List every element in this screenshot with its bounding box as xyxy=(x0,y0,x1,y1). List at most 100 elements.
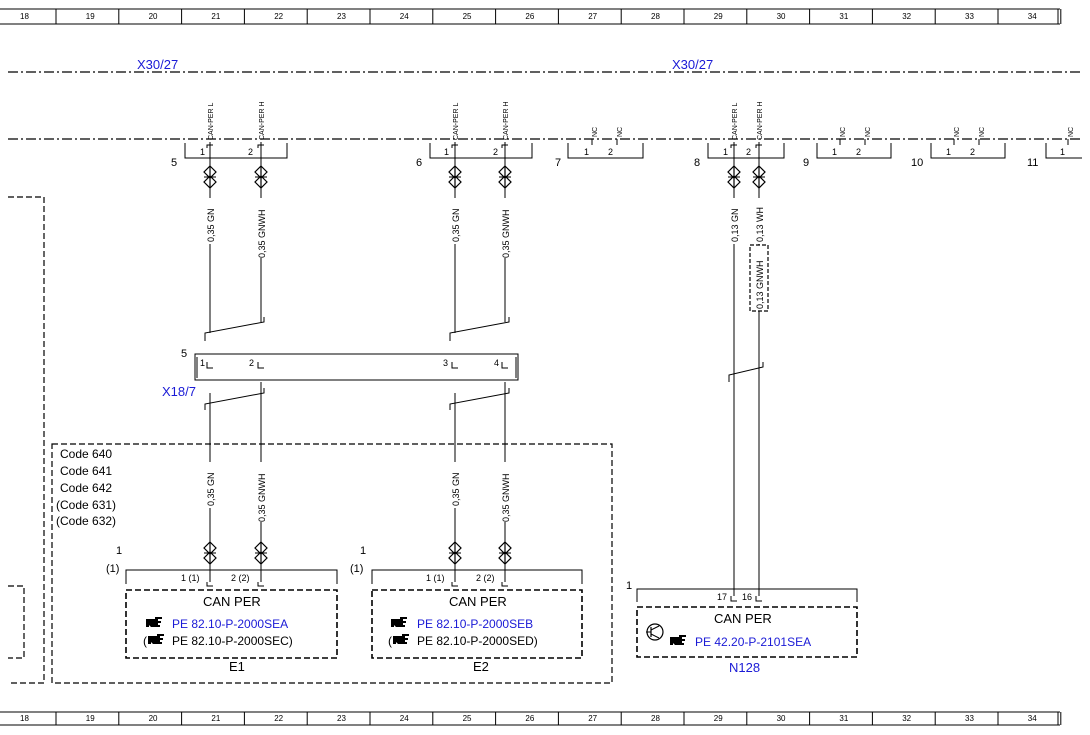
wire-label: 0,35 GNWH xyxy=(257,473,267,522)
wire-label: 0,35 GNWH xyxy=(257,209,267,258)
pin-number: 1 (1) xyxy=(181,573,200,583)
code-item: Code 640 xyxy=(60,447,112,461)
pin-number: 1 xyxy=(444,147,449,157)
ruler-column-label: 30 xyxy=(777,714,786,723)
component-number: 1 xyxy=(626,580,632,592)
ruler-column-label: 30 xyxy=(777,12,786,21)
transistor-icon xyxy=(646,623,664,641)
pin-number: 2 xyxy=(493,147,498,157)
ruler-column-label: 19 xyxy=(86,12,95,21)
pin-signal: CAN-PER H xyxy=(259,101,266,140)
component-label[interactable]: N128 xyxy=(729,660,760,675)
bus-label-left[interactable]: X30/27 xyxy=(137,57,178,72)
x18-label[interactable]: X18/7 xyxy=(162,384,196,399)
component-e2: 1 (1) 1 (1) 2 (2) CAN PER PE 82.10-P-200… xyxy=(350,545,583,674)
pin-number: 2 xyxy=(248,147,253,157)
component-number: 1 xyxy=(360,545,366,557)
component-label: E1 xyxy=(229,659,245,674)
top-ruler xyxy=(0,8,1060,25)
pin-signal: NC xyxy=(1068,127,1075,137)
connector-number: 5 xyxy=(171,157,177,169)
code-variant-box xyxy=(51,443,613,684)
pointing-hand-icon xyxy=(391,617,407,627)
connector-x18-7: 5 1 2 3 4 X18/7 xyxy=(162,348,519,399)
pin-number: 2 (2) xyxy=(231,573,250,583)
pin-number: 2 xyxy=(249,358,254,368)
wire-label: 0,35 GNWH xyxy=(501,473,511,522)
pin-signal: CAN-PER L xyxy=(732,103,739,140)
ruler-column-label: 34 xyxy=(1028,12,1037,21)
component-bus: CAN PER xyxy=(203,594,261,609)
component-n128: 1 17 16 CAN PER PE 42.20-P-2101SEA N128 xyxy=(626,580,858,675)
pin-number: 2 xyxy=(746,147,751,157)
wire-label: 0,13 GNWH xyxy=(755,260,765,309)
ruler-column-label: 25 xyxy=(463,714,472,723)
connector-number: 5 xyxy=(181,348,187,360)
connector-number: 11 xyxy=(1027,157,1038,169)
code-item: (Code 632) xyxy=(56,514,116,528)
connector-5: 5 1 2 CAN-PER L CAN-PER H xyxy=(171,101,288,169)
ruler-column-label: 24 xyxy=(400,714,409,723)
splice-symbols xyxy=(203,165,766,565)
ruler-column-label: 26 xyxy=(525,12,534,21)
pin-signal: NC xyxy=(865,127,872,137)
pin-signal: CAN-PER H xyxy=(757,101,764,140)
pin-number: 3 xyxy=(443,358,448,368)
code-item: (Code 631) xyxy=(56,498,116,512)
pin-signal: NC xyxy=(979,127,986,137)
ruler-column-label: 22 xyxy=(274,714,283,723)
ruler-column-label: 27 xyxy=(588,714,597,723)
pin-number: 1 xyxy=(723,147,728,157)
component-number: 1 xyxy=(116,545,122,557)
pe-reference-alt: PE 82.10-P-2000SEC) xyxy=(172,634,293,648)
bus-label-right[interactable]: X30/27 xyxy=(672,57,713,72)
pin-signal: CAN-PER H xyxy=(503,101,510,140)
ruler-column-label: 20 xyxy=(149,714,158,723)
ruler-column-label: 26 xyxy=(525,714,534,723)
connector-number: 6 xyxy=(416,157,422,169)
wire-label: 0,35 GNWH xyxy=(501,209,511,258)
ruler-column-label: 21 xyxy=(211,12,220,21)
connector-6: 6 1 2 CAN-PER L CAN-PER H xyxy=(416,101,533,169)
pin-signal: CAN-PER L xyxy=(453,103,460,140)
connector-number: 10 xyxy=(911,157,923,169)
ruler-column-label: 23 xyxy=(337,12,346,21)
wire-label: 0,35 GN xyxy=(206,472,216,506)
connector-8: 8 1 2 CAN-PER L CAN-PER H xyxy=(694,101,785,169)
pin-signal: NC xyxy=(954,127,961,137)
pin-stubs xyxy=(206,144,762,602)
component-e1: 1 (1) 1 (1) 2 (2) CAN PER PE 82.10-P-200… xyxy=(106,545,338,674)
ruler-column-label: 33 xyxy=(965,12,974,21)
pin-number: 4 xyxy=(494,358,499,368)
pin-number: 2 xyxy=(608,147,613,157)
pin-signal: NC xyxy=(617,127,624,137)
pe-reference-link[interactable]: PE 82.10-P-2000SEB xyxy=(417,617,533,631)
pin-number: 1 xyxy=(584,147,589,157)
connector-number: 9 xyxy=(803,157,809,169)
component-label: E2 xyxy=(473,659,489,674)
ruler-column-label: 32 xyxy=(902,12,911,21)
code-item: Code 641 xyxy=(60,464,112,478)
connector-11: 11 1 NC xyxy=(1027,127,1082,169)
left-partial-component xyxy=(8,585,25,659)
left-partial-box xyxy=(8,196,45,684)
pin-number: 2 xyxy=(970,147,975,157)
ruler-column-label: 33 xyxy=(965,714,974,723)
pin-number: 2 (2) xyxy=(476,573,495,583)
pointing-hand-icon xyxy=(146,617,162,627)
pe-reference-link[interactable]: PE 42.20-P-2101SEA xyxy=(695,635,811,649)
pin-number: 17 xyxy=(717,592,727,602)
connector-7: 7 1 2 NC NC xyxy=(555,127,644,169)
ruler-column-label: 19 xyxy=(86,714,95,723)
wire-label: 0,13 GN xyxy=(730,208,740,242)
pin-number: 2 xyxy=(856,147,861,157)
ruler-column-label: 23 xyxy=(337,714,346,723)
ruler-column-label: 29 xyxy=(714,714,723,723)
ruler-column-label: 22 xyxy=(274,12,283,21)
pe-reference-link[interactable]: PE 82.10-P-2000SEA xyxy=(172,617,288,631)
connector-number: 7 xyxy=(555,157,561,169)
ruler-column-label: 29 xyxy=(714,12,723,21)
pointing-hand-icon xyxy=(393,634,409,644)
pin-number: 1 (1) xyxy=(426,573,445,583)
pointing-hand-icon xyxy=(148,634,164,644)
